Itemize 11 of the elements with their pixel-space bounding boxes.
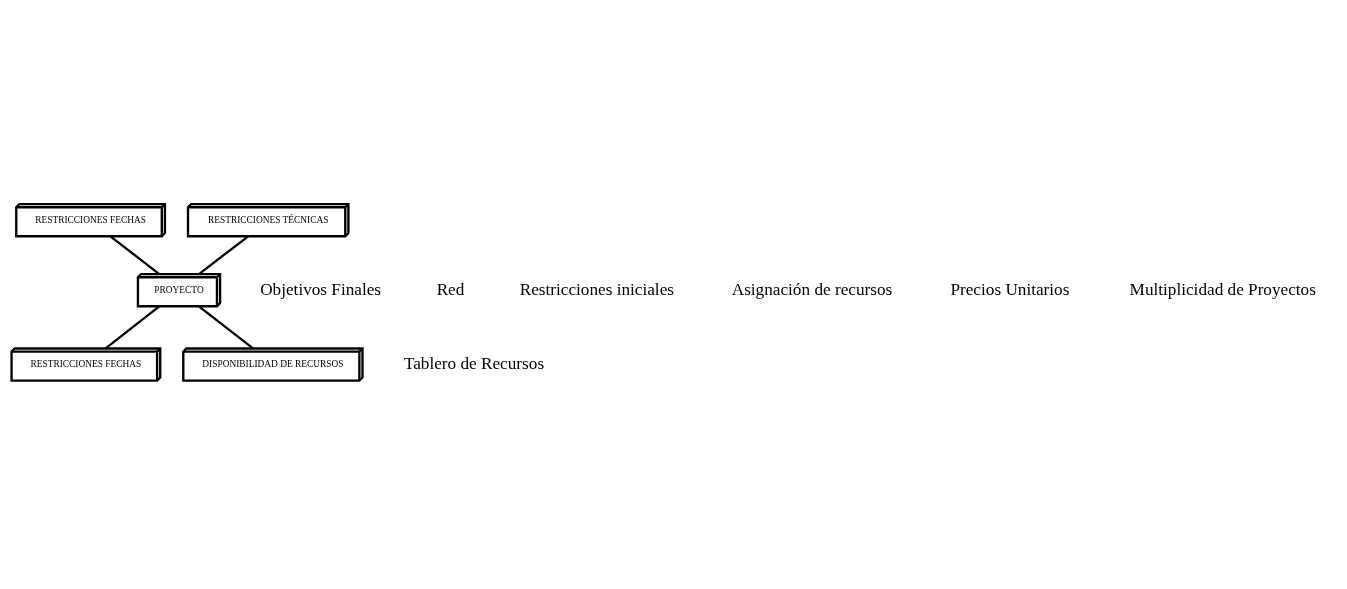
label: Asignación de recursos [731,279,893,299]
label: Red [436,279,465,299]
connector [198,305,254,350]
connector [109,235,160,276]
connector [198,235,249,276]
label: Precios Unitarios [950,279,1070,299]
label: Multiplicidad de Proyectos [1129,279,1316,299]
label: Objetivos Finales [260,279,382,299]
label: Tablero de Recursos [403,353,545,373]
label: Restricciones iniciales [519,279,674,299]
connector [104,305,160,350]
